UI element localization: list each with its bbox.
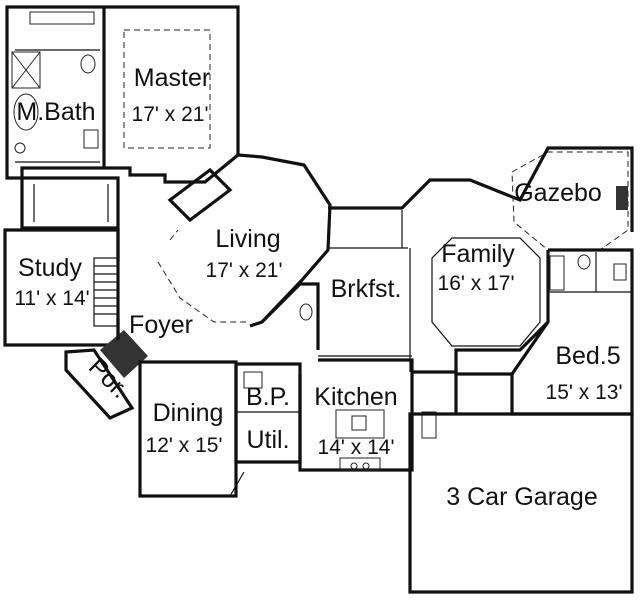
label-master-size: 17' x 21' — [132, 103, 209, 126]
wall-master-block — [5, 5, 240, 184]
entry-hatch — [100, 330, 148, 378]
kitchen-fixtures — [335, 409, 437, 471]
label-bed5: Bed.5 — [555, 342, 620, 370]
bed5-bath-fixtures — [549, 254, 627, 291]
label-gazebo: Gazebo — [514, 179, 602, 207]
label-study-size: 11' x 14' — [14, 287, 89, 310]
label-living: Living — [215, 225, 280, 253]
stairs — [93, 257, 119, 327]
room-labels: Master 17' x 21' M.Bath Gazebo Living 17… — [14, 64, 622, 511]
label-foyer: Foyer — [129, 311, 193, 339]
label-kitchen: Kitchen — [314, 383, 397, 411]
wall-hall-strip — [20, 176, 120, 230]
fireplace — [167, 167, 233, 223]
label-master: Master — [134, 64, 210, 92]
wall-porch — [64, 348, 135, 420]
label-garage: 3 Car Garage — [446, 483, 597, 511]
wall-breakfast-top — [328, 146, 634, 232]
label-master-bath: M.Bath — [16, 98, 95, 126]
walls — [3, 5, 634, 594]
label-kitchen-size: 14' x 14' — [318, 436, 395, 459]
label-dining-size: 12' x 15' — [146, 434, 223, 457]
label-bp: B.P. — [246, 383, 290, 411]
master-bath-fixtures — [11, 11, 99, 154]
label-bed5-size: 15' x 13' — [546, 381, 623, 404]
label-living-size: 17' x 21' — [206, 259, 283, 282]
label-family: Family — [441, 240, 515, 268]
label-family-size: 16' x 17' — [438, 272, 515, 295]
label-util: Util. — [246, 426, 289, 454]
wall-family-right — [454, 250, 550, 376]
label-study: Study — [18, 254, 82, 282]
wall-closet — [260, 282, 320, 350]
wall-dining — [138, 360, 238, 498]
label-dining: Dining — [153, 399, 224, 427]
label-breakfast: Brkfst. — [331, 275, 402, 303]
wall-laundry — [412, 370, 458, 414]
